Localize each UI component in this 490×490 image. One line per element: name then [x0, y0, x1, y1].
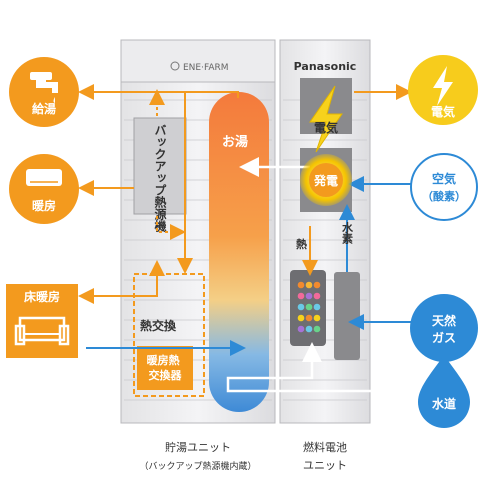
fuel-cell-electricity-label: 電気: [314, 120, 338, 135]
sofa-icon: [14, 316, 70, 346]
generation-label: 発電: [313, 173, 338, 188]
backup-heat-source-box: [133, 117, 187, 215]
generation-burst: [300, 154, 352, 206]
air-input-label-line1: 空気: [432, 171, 456, 186]
hot-water-output-label: 給湯: [32, 101, 56, 116]
fuel-cell-unit-caption-line2: ユニット: [303, 459, 347, 472]
faucet-icon: [30, 72, 58, 103]
floor-heating-output: 床暖房: [6, 284, 78, 358]
air-input-label-line2: （酸素）: [422, 189, 466, 203]
electricity-output: 電気: [408, 55, 478, 125]
gas-input-label-line1: 天然: [432, 313, 456, 328]
hydrogen-label: 水素: [341, 221, 354, 245]
gas-input: 天然 ガス: [410, 294, 478, 362]
backup-label: バックアップ熱源機: [153, 124, 167, 233]
heating-output-label: 暖房: [32, 198, 56, 213]
water-input: 水道: [418, 355, 470, 428]
panasonic-brand: Panasonic: [294, 60, 357, 73]
tank-label: お湯: [222, 134, 248, 150]
air-conditioner-icon: [26, 169, 62, 186]
gas-input-label-line2: ガス: [432, 330, 456, 345]
tank-unit-subcaption: （バックアップ熱源機内蔵）: [139, 460, 256, 472]
lightning-bolt: [309, 85, 343, 153]
ene-farm-brand: ENE·FARM: [183, 63, 229, 73]
heat-exchanger-label-line2: 交換器: [149, 368, 183, 382]
fuel-cell-unit-caption-line1: 燃料電池: [303, 440, 347, 454]
electricity-output-label: 電気: [431, 104, 455, 119]
lightning-icon: [433, 66, 453, 106]
heating-output: 暖房: [9, 154, 79, 224]
water-input-label: 水道: [432, 396, 456, 411]
ene-farm-logo: ENE·FARM: [170, 61, 229, 73]
heat-exchanger-label-bg: [137, 346, 193, 390]
heat-exchanger-box: [133, 273, 205, 397]
tank-unit-caption: 貯湯ユニット: [165, 441, 231, 454]
floor-heating-output-label: 床暖房: [24, 289, 60, 304]
hot-water-output: 給湯: [9, 57, 79, 127]
water-drop-icon: [418, 355, 470, 428]
heat-exchange-label: 熱交換: [140, 318, 177, 333]
reformer-box: [334, 272, 360, 360]
heat-label: 熱: [296, 237, 307, 251]
fuel-cell-stack-dots: [297, 281, 321, 333]
heat-exchanger-label-line1: 暖房熱: [147, 353, 180, 367]
water-to-tank-arrow: [226, 342, 418, 393]
air-input: 空気 （酸素）: [410, 153, 478, 221]
heat-exchanger-label: 暖房熱 交換器: [147, 353, 184, 382]
backup-to-exchanger-arrow: [156, 216, 186, 240]
